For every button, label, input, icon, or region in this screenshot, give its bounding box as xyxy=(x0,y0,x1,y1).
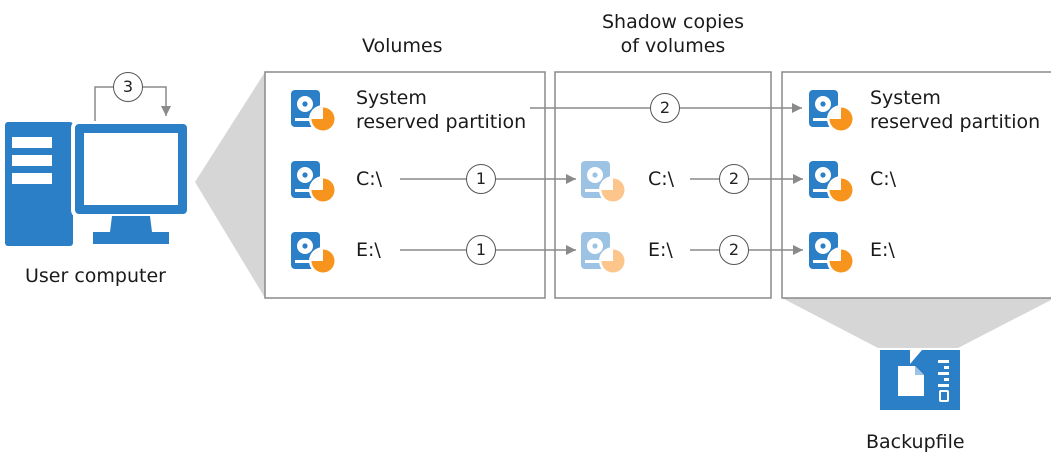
backup-system-label: System reserved partition xyxy=(870,86,1040,134)
step-2-system-badge: 2 xyxy=(650,93,680,123)
backup-to-file-connector xyxy=(782,298,1051,348)
step-2-e-badge: 2 xyxy=(719,235,749,265)
e-volume-label: E:\ xyxy=(356,239,381,261)
backup-file-label: Backupfile xyxy=(866,431,965,453)
system-volume-label-line1: System xyxy=(356,87,427,109)
computer-to-volumes-connector xyxy=(195,72,265,298)
computer-icon xyxy=(5,120,191,246)
system-volume-label-line2: reserved partition xyxy=(356,111,527,133)
computer-label: User computer xyxy=(25,265,166,287)
step-3-badge: 3 xyxy=(113,72,143,102)
c-shadow-label: C:\ xyxy=(648,168,675,190)
volumes-header: Volumes xyxy=(362,35,443,57)
backup-e-label: E:\ xyxy=(870,239,895,261)
shadow-copies-header: Shadow copies of volumes xyxy=(583,10,763,58)
step-1-c-badge: 1 xyxy=(466,164,496,194)
backup-system-label-line1: System xyxy=(870,87,941,109)
shadow-copies-header-line2: of volumes xyxy=(620,35,726,57)
step-2-c-badge: 2 xyxy=(719,164,749,194)
e-shadow-label: E:\ xyxy=(648,239,673,261)
c-volume-label: C:\ xyxy=(356,168,383,190)
backup-file-icon xyxy=(880,350,960,410)
system-volume-label: System reserved partition xyxy=(356,86,526,134)
shadow-copies-header-line1: Shadow copies xyxy=(601,11,744,33)
backup-c-label: C:\ xyxy=(870,168,897,190)
backup-system-label-line2: reserved partition xyxy=(870,111,1041,133)
step-1-e-badge: 1 xyxy=(466,235,496,265)
